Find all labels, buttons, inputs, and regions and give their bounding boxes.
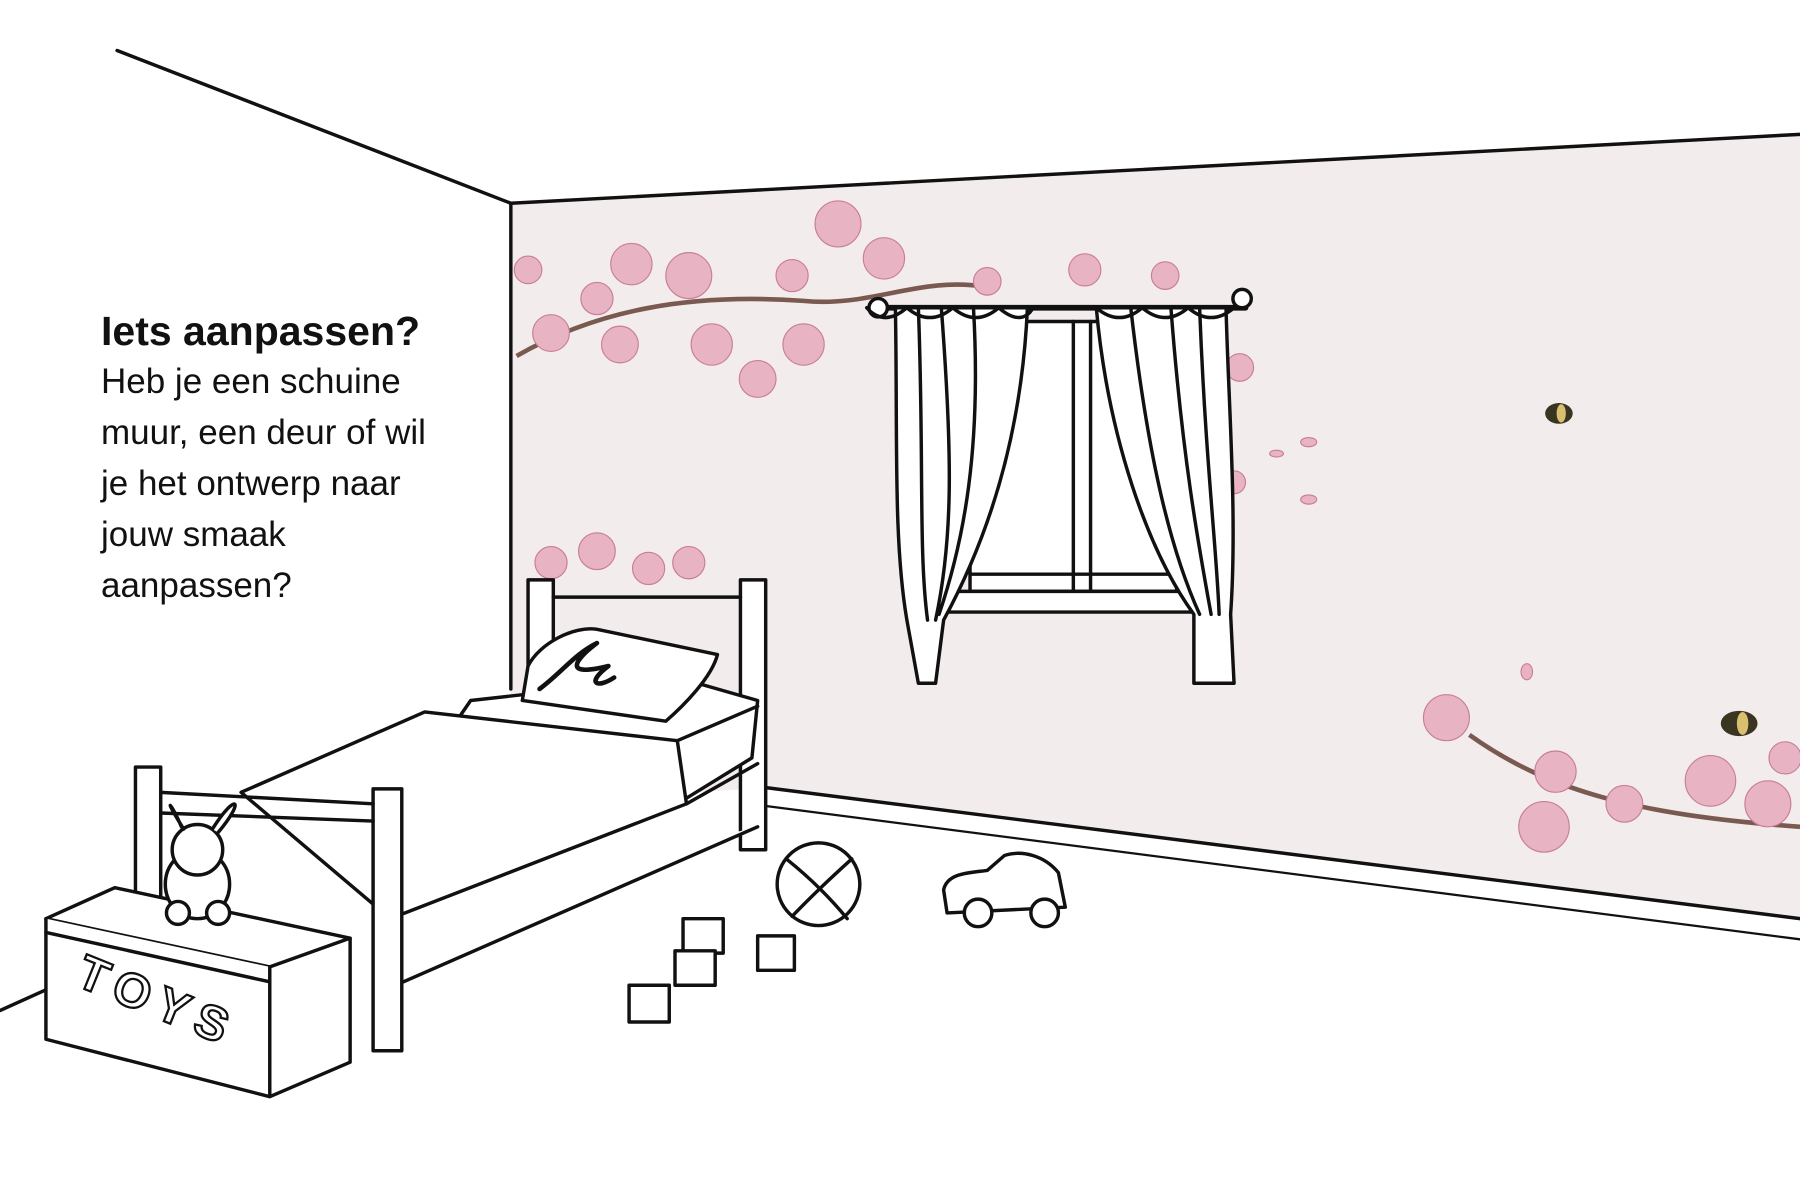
bunny-toy (163, 802, 237, 927)
body-line: Heb je een schuine (101, 362, 401, 401)
baseboard (765, 804, 1800, 941)
toy-car (941, 851, 1068, 929)
body-text: Heb je een schuine muur, een deur of wil… (101, 356, 521, 611)
window (864, 287, 1253, 685)
heading: Iets aanpassen? (101, 308, 421, 354)
curtain-left (893, 306, 1030, 685)
ball-toy (775, 841, 862, 928)
body-line: aanpassen? (101, 566, 292, 605)
body-line: jouw smaak (101, 515, 286, 554)
body-line: je het ontwerp naar (101, 464, 401, 503)
toy-box (44, 885, 352, 1099)
body-line: muur, een deur of wil (101, 413, 426, 452)
curtain-right (1094, 306, 1236, 685)
toy-blocks (627, 916, 797, 1024)
floor-line (0, 786, 1800, 1013)
pillow (520, 627, 720, 723)
cherry-blossoms (513, 200, 1800, 853)
info-text-block: Iets aanpassen? Heb je een schuine muur,… (101, 306, 521, 611)
bed (133, 578, 768, 1053)
blanket (239, 710, 689, 921)
